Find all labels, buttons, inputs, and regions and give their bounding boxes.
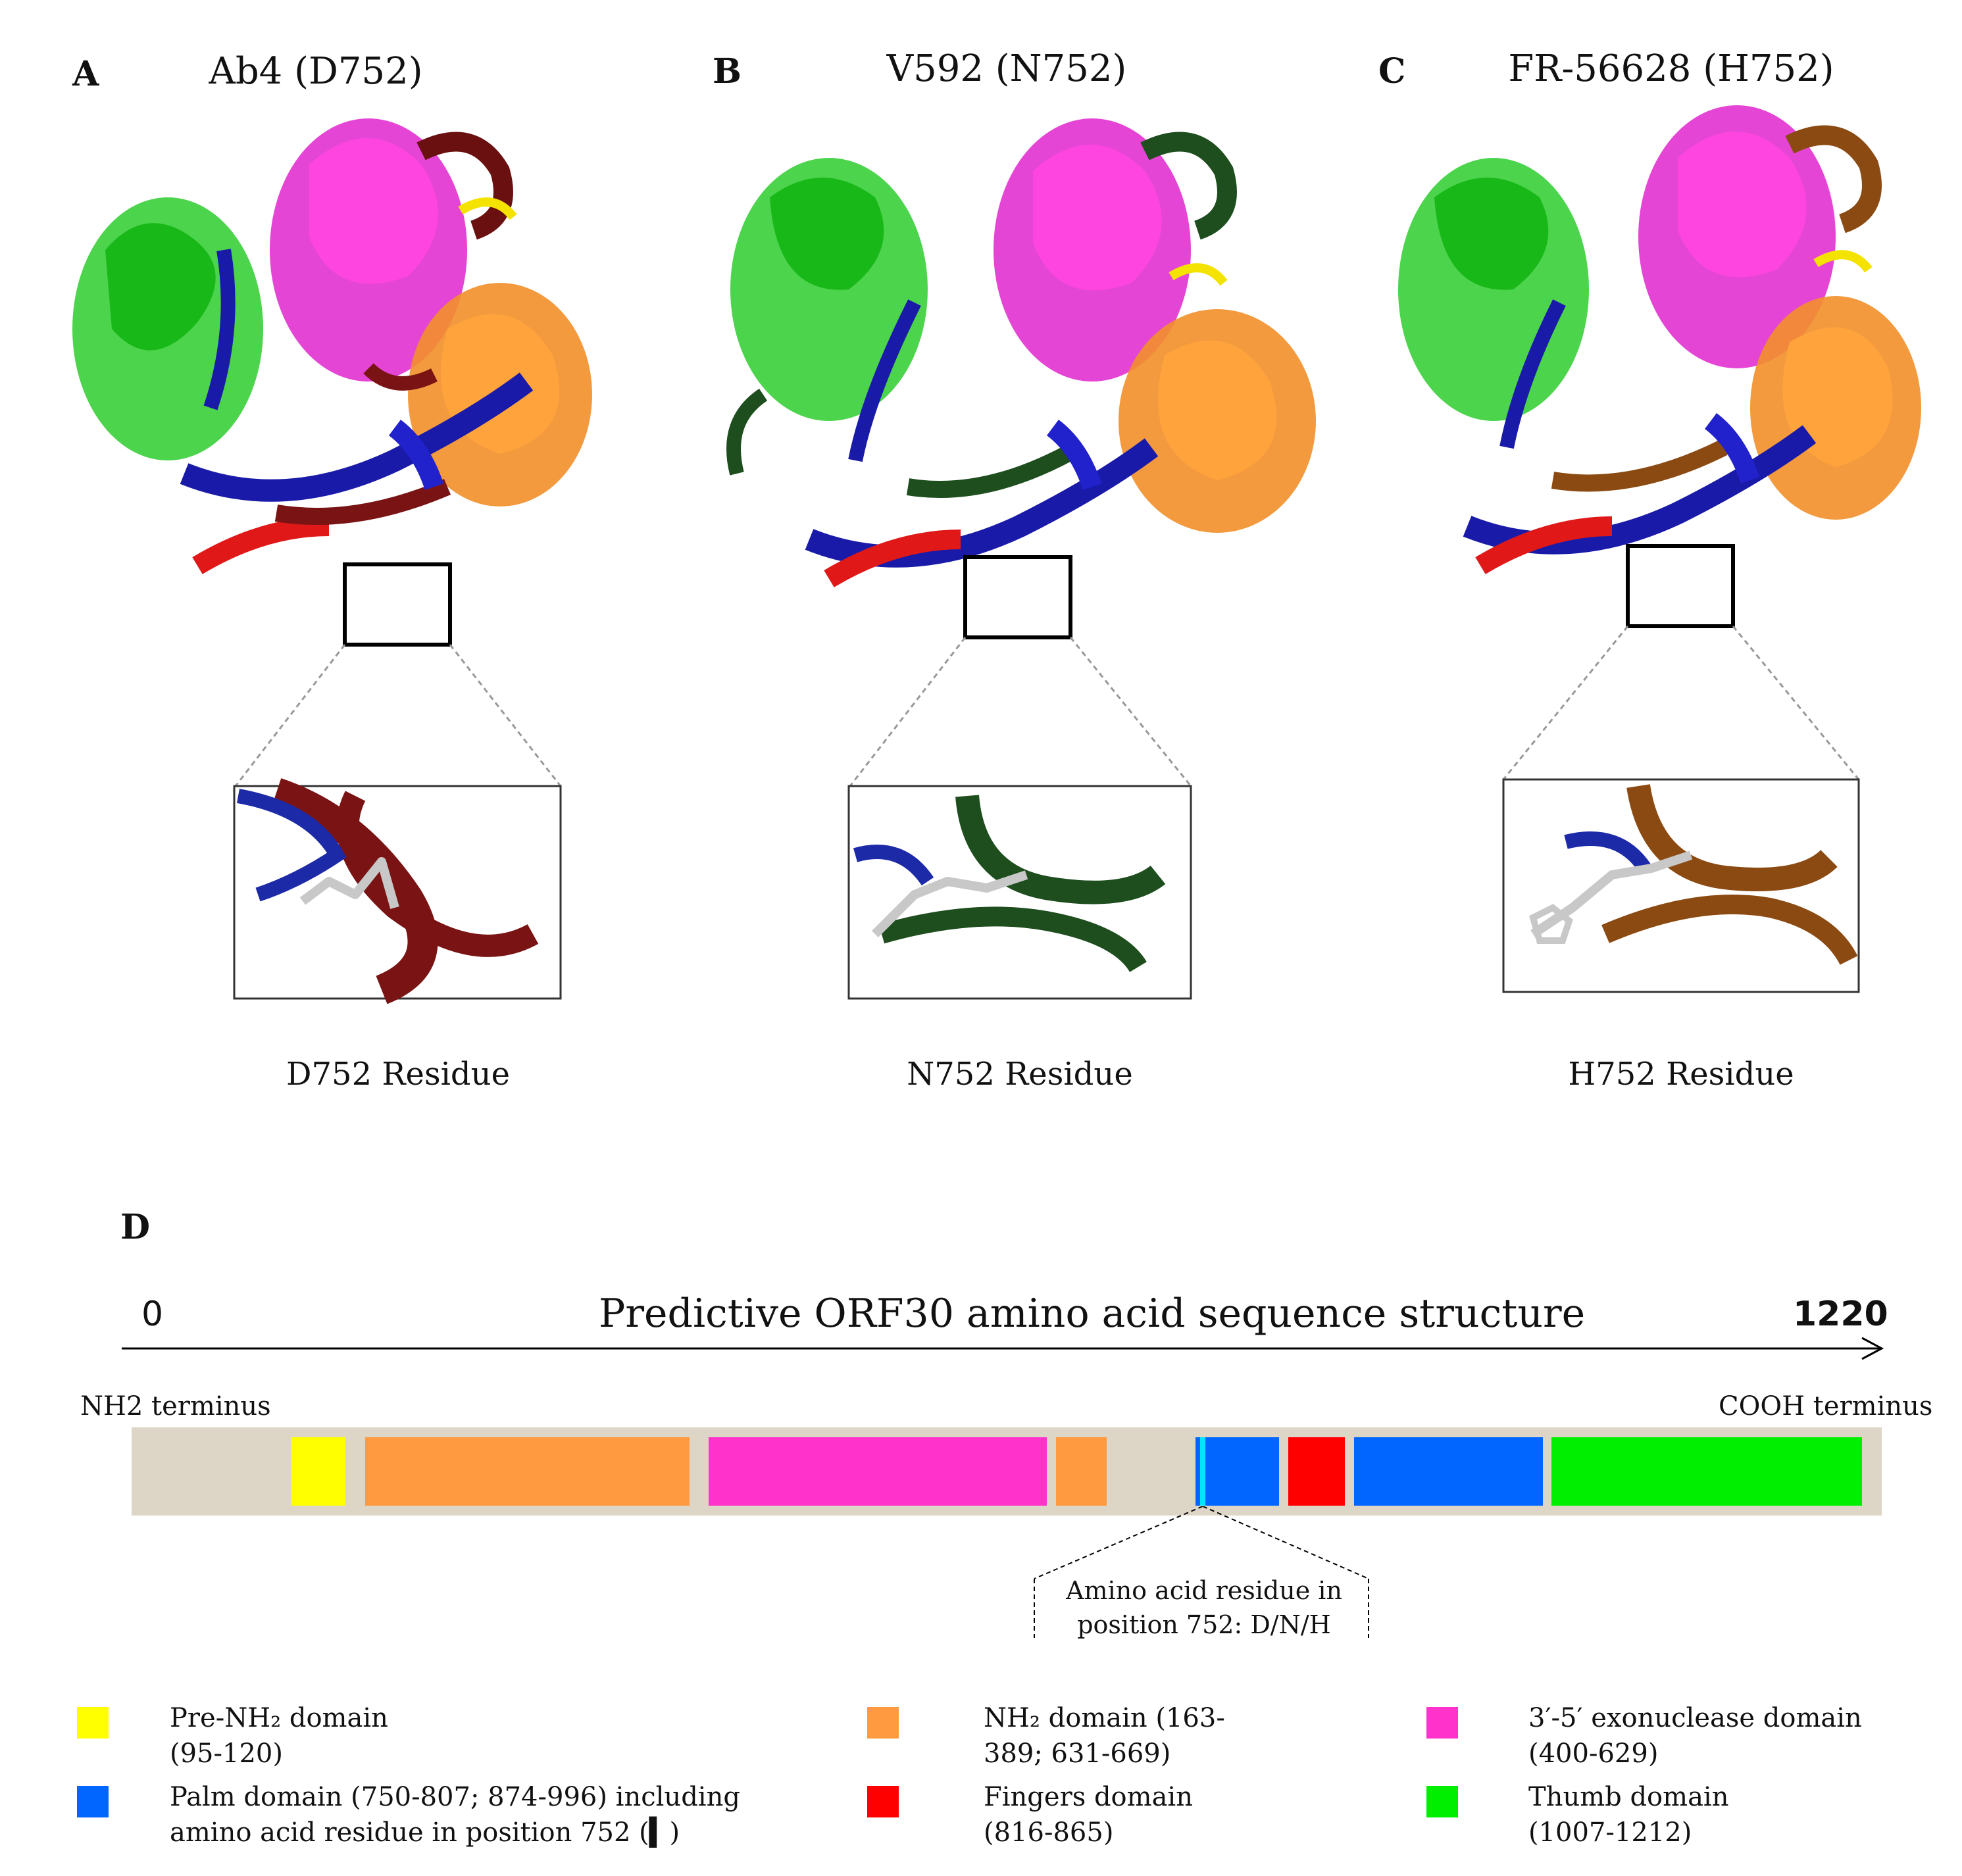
panel-b-letter: B xyxy=(713,51,742,91)
axis-title: Predictive ORF30 amino acid sequence str… xyxy=(599,1291,1586,1337)
axis-start-label: 0 xyxy=(141,1295,164,1334)
panel-a-residue-caption: D752 Residue xyxy=(286,1056,510,1093)
legend-item-nh2: NH₂ domain (163- 389; 631-669) xyxy=(984,1700,1225,1771)
panel-d-letter: D xyxy=(120,1207,151,1247)
residue-callout-text: Amino acid residue in position 752: D/N/… xyxy=(1040,1573,1369,1642)
axis-end-label: 1220 xyxy=(1793,1295,1888,1334)
panel-c-residue-caption: H752 Residue xyxy=(1568,1056,1794,1093)
panel-c-title: FR-56628 (H752) xyxy=(1508,47,1834,90)
structure-c-zoom-box xyxy=(1626,544,1735,628)
structure-a-zoom-box xyxy=(343,562,452,647)
legend-exonuclease-line1: 3′-5′ exonuclease domain xyxy=(1528,1703,1862,1733)
panel-b-residue-caption: N752 Residue xyxy=(907,1056,1133,1093)
legend-thumb-line2: (1007-1212) xyxy=(1528,1817,1692,1848)
residue-callout-line2: position 752: D/N/H xyxy=(1077,1610,1331,1639)
legend-thumb-line1: Thumb domain xyxy=(1528,1782,1729,1812)
cooh-terminus-label: COOH terminus xyxy=(1719,1391,1933,1421)
panel-a-title: Ab4 (D752) xyxy=(209,50,423,93)
legend-swatch-exonuclease xyxy=(1426,1707,1458,1739)
legend-fingers-line2: (816-865) xyxy=(984,1817,1114,1848)
panel-b-title: V592 (N752) xyxy=(886,47,1127,90)
palm-domain-segment-1 xyxy=(1195,1437,1279,1506)
legend-item-exonuclease: 3′-5′ exonuclease domain (400-629) xyxy=(1528,1700,1862,1771)
residue-callout-line1: Amino acid residue in xyxy=(1066,1576,1342,1605)
legend-nh2-line2: 389; 631-669) xyxy=(984,1739,1171,1769)
inset-b-residue-closeup xyxy=(847,785,1192,1000)
nh2-domain-segment-1 xyxy=(365,1437,690,1506)
panel-a-letter: A xyxy=(72,54,99,94)
legend-swatch-pre-nh2 xyxy=(77,1707,109,1739)
legend-pre-nh2-line2: (95-120) xyxy=(170,1739,283,1769)
legend-nh2-line1: NH₂ domain (163- xyxy=(984,1703,1225,1733)
legend-swatch-palm xyxy=(77,1786,109,1817)
nh2-terminus-label: NH2 terminus xyxy=(80,1391,271,1421)
structure-c-render xyxy=(1398,105,1921,574)
legend-swatch-fingers xyxy=(867,1786,899,1817)
inset-a-residue-closeup xyxy=(233,778,562,1004)
structure-a-render xyxy=(72,118,592,574)
residue-752-marker xyxy=(1200,1437,1205,1506)
sequence-axis-arrow xyxy=(122,1337,1884,1360)
legend-item-thumb: Thumb domain (1007-1212) xyxy=(1528,1779,1728,1850)
protein-structures-figure xyxy=(72,105,1921,1004)
exonuclease-domain-segment xyxy=(709,1437,1047,1506)
thumb-domain-segment xyxy=(1551,1437,1862,1506)
legend-palm-line1: Palm domain (750-807; 874-996) including xyxy=(170,1782,740,1812)
legend-item-palm: Palm domain (750-807; 874-996) including… xyxy=(170,1779,740,1850)
structure-b-render xyxy=(726,118,1316,587)
structure-b-zoom-box xyxy=(963,555,1072,639)
panel-c-letter: C xyxy=(1378,51,1406,91)
fingers-domain-segment xyxy=(1288,1437,1345,1506)
palm-domain-segment-2 xyxy=(1354,1437,1543,1506)
legend-item-pre-nh2: Pre-NH₂ domain (95-120) xyxy=(170,1700,388,1771)
legend-swatch-thumb xyxy=(1426,1786,1458,1817)
legend-pre-nh2-line1: Pre-NH₂ domain xyxy=(170,1703,388,1733)
legend-swatch-nh2 xyxy=(867,1707,899,1739)
nh2-domain-segment-2 xyxy=(1056,1437,1107,1506)
inset-c-residue-closeup xyxy=(1502,778,1860,993)
pre-nh2-domain-segment xyxy=(291,1437,345,1506)
residue-callout-lines xyxy=(1034,1506,1369,1638)
legend-fingers-line1: Fingers domain xyxy=(984,1782,1193,1812)
legend-palm-line2: amino acid residue in position 752 (▍) xyxy=(170,1817,680,1848)
legend-item-fingers: Fingers domain (816-865) xyxy=(984,1779,1193,1850)
legend-exonuclease-line2: (400-629) xyxy=(1528,1739,1659,1769)
